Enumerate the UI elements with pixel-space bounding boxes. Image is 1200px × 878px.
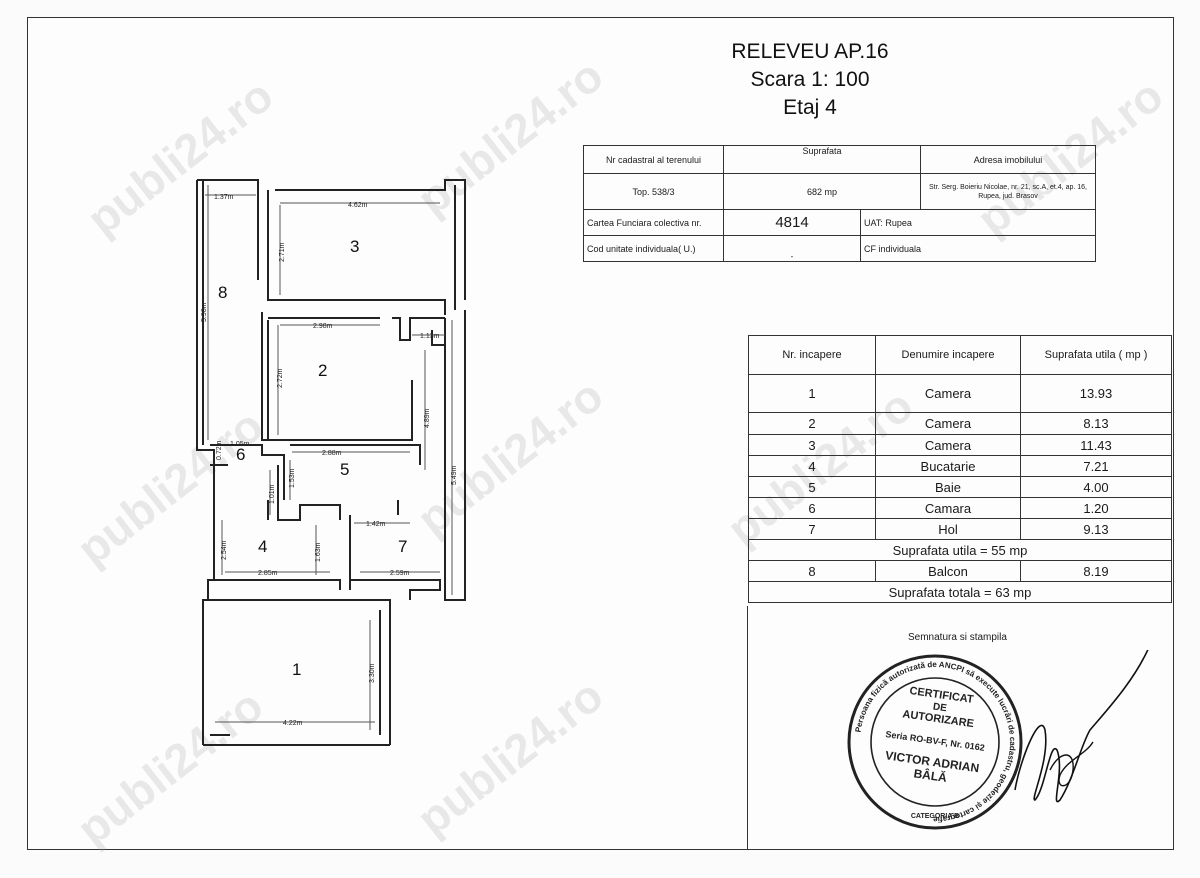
- room-label: 2: [318, 361, 327, 380]
- cf-value: 4814: [723, 209, 861, 236]
- signature-block: Semnatura si stampila: [747, 606, 1173, 849]
- dim-label: 1.42m: [366, 521, 386, 528]
- room-label: 7: [398, 537, 407, 556]
- room-label: 5: [340, 460, 349, 479]
- cf-individuala: CF individuala: [860, 235, 1096, 262]
- room-labels: 1 2 3 4 5 6 7 8: [218, 237, 407, 679]
- room-nr: 1: [748, 374, 876, 413]
- room-label: 3: [350, 237, 359, 256]
- dim-label: 1.63m: [315, 542, 322, 562]
- dimension-labels: 1.37m 4.62m 2.71m 5.96m 2.98m 1.13m 2.72…: [201, 194, 458, 727]
- header-area: Suprafata utila ( mp ): [1020, 335, 1172, 375]
- header-nr: Nr. incapere: [748, 335, 876, 375]
- dim-label: 4.62m: [348, 202, 368, 209]
- room-area: 8.13: [1020, 412, 1172, 435]
- plan-walls: [196, 179, 466, 746]
- dimension-lines: [205, 185, 453, 730]
- dim-label: 2.54m: [221, 540, 228, 560]
- rooms-table: Nr. incapere Denumire incapere Suprafata…: [748, 335, 1172, 603]
- stamp-line: DE: [932, 701, 948, 714]
- stamp-signature: Persoana fizică autorizată de ANCPI să e…: [847, 650, 1149, 830]
- room-label: 6: [236, 445, 245, 464]
- stamp-line: BÂLĂ: [913, 765, 948, 785]
- subtotal-row: Suprafata utila = 55 mp: [748, 539, 1172, 561]
- stamp-category: CATEGORIA B: [911, 813, 959, 820]
- dim-label: 2.72m: [277, 368, 284, 388]
- dim-label: 2.71m: [279, 242, 286, 262]
- signature-label: Semnatura si stampila: [908, 632, 1007, 643]
- dim-label: 1.13m: [420, 333, 440, 340]
- room-name: Camera: [875, 412, 1021, 435]
- room-area: 13.93: [1020, 374, 1172, 413]
- handwritten-signature: [1049, 741, 1094, 787]
- plan-scale: Scara 1: 100: [750, 68, 870, 91]
- room-label: 8: [218, 283, 227, 302]
- dim-label: 5.96m: [201, 302, 208, 322]
- room-label: 4: [258, 537, 267, 556]
- cadastral-header-adresa: Adresa imobilului: [920, 145, 1096, 174]
- dim-label: 0.72m: [216, 440, 223, 460]
- cf-label: Cartea Funciara colectiva nr.: [583, 209, 724, 236]
- handwritten-signature: [1014, 650, 1149, 803]
- dim-label: 2.59m: [390, 570, 410, 577]
- dim-label: 2.98m: [313, 323, 333, 330]
- total-row: Suprafata totala = 63 mp: [748, 581, 1172, 603]
- cod-label: Cod unitate individuala( U.): [583, 235, 724, 262]
- dim-label: 1.37m: [214, 194, 234, 201]
- dim-label: 4.89m: [424, 408, 431, 428]
- plan-title: RELEVEU AP.16: [731, 40, 889, 63]
- cadastral-top: Top. 538/3: [583, 173, 724, 210]
- room-label: 1: [292, 660, 301, 679]
- room-name: Bucatarie: [875, 455, 1021, 477]
- dim-label: 5.49m: [451, 465, 458, 485]
- dim-label: 4.22m: [283, 720, 303, 727]
- cod-value: -: [723, 235, 861, 262]
- dim-label: 1.05m: [230, 441, 250, 448]
- dim-label: 1.01m: [269, 484, 276, 504]
- dim-label: 2.88m: [322, 450, 342, 457]
- cadastral-table: Nr cadastral al terenului Suprafata Adre…: [583, 145, 1096, 262]
- dim-label: 3.30m: [369, 663, 376, 683]
- room-area: 1.20: [1020, 497, 1172, 519]
- room-name: Camera: [875, 374, 1021, 413]
- dim-label: 2.85m: [258, 570, 278, 577]
- plan-floor: Etaj 4: [783, 96, 837, 119]
- header-name: Denumire incapere: [875, 335, 1021, 375]
- dim-label: 1.53m: [289, 468, 296, 488]
